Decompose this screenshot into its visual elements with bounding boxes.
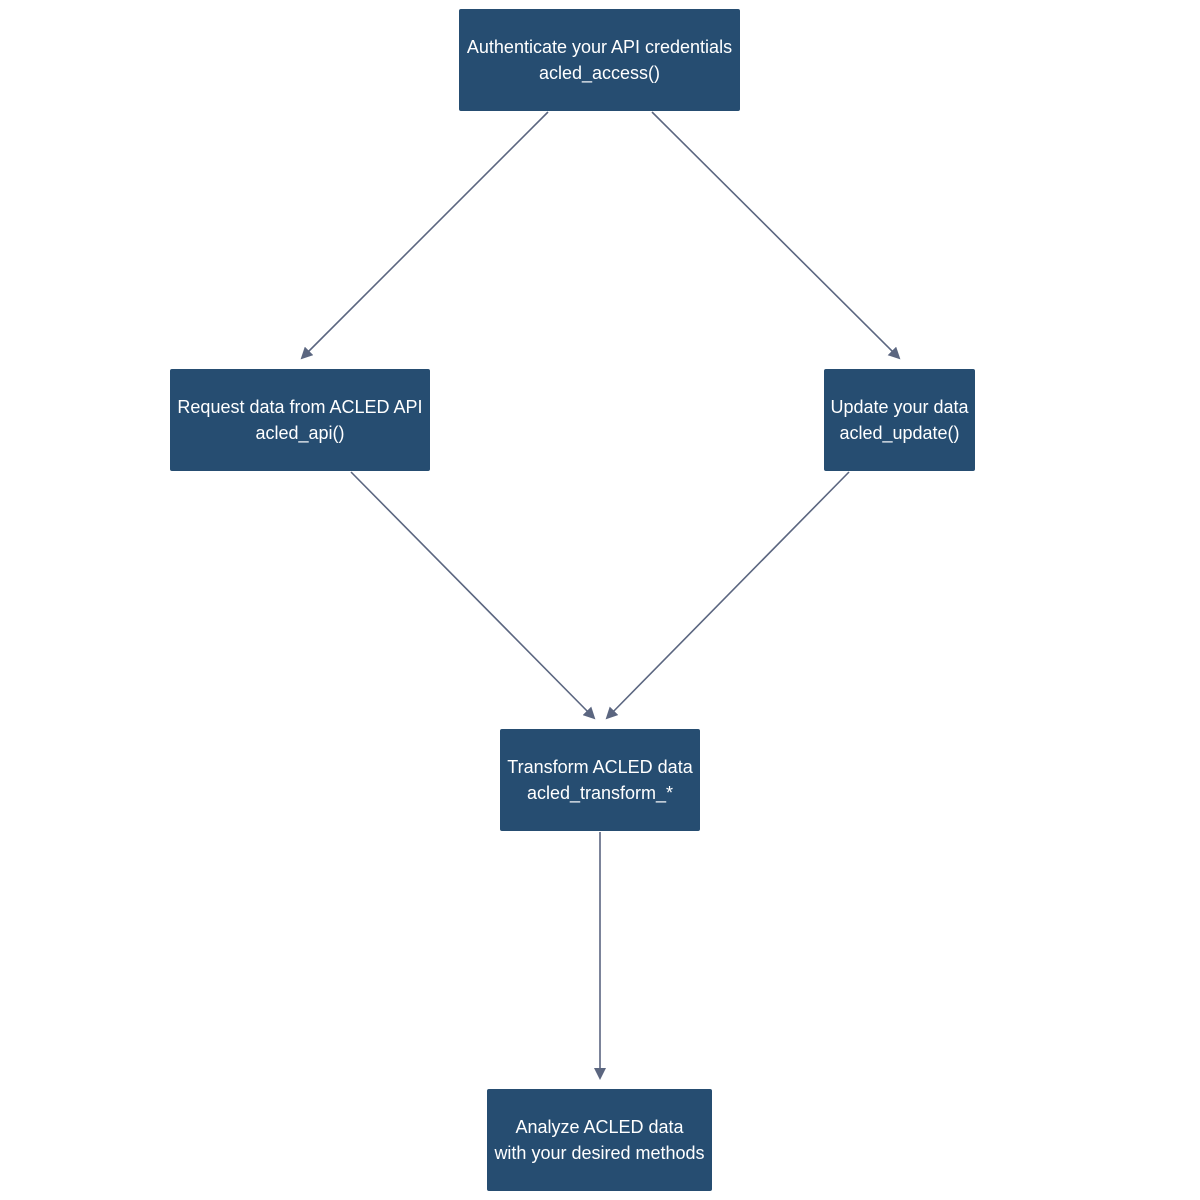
node-request: Request data from ACLED API acled_api() bbox=[170, 369, 430, 471]
node-transform-title: Transform ACLED data bbox=[507, 757, 693, 777]
node-update-function: acled_update() bbox=[839, 423, 960, 443]
node-authenticate-title: Authenticate your API credentials bbox=[466, 37, 733, 57]
node-request-function: acled_api() bbox=[255, 423, 345, 443]
edge-authenticate-to-update bbox=[651, 111, 901, 360]
node-transform-function: acled_transform_* bbox=[526, 783, 674, 803]
node-analyze-title: Analyze ACLED data bbox=[515, 1117, 684, 1137]
node-request-title: Request data from ACLED API bbox=[177, 397, 423, 417]
node-transform: Transform ACLED data acled_transform_* bbox=[500, 729, 700, 831]
node-analyze-subtitle: with your desired methods bbox=[494, 1143, 705, 1163]
node-authenticate-function: acled_access() bbox=[538, 63, 661, 83]
node-analyze: Analyze ACLED data with your desired met… bbox=[487, 1089, 712, 1191]
node-authenticate: Authenticate your API credentials acled_… bbox=[459, 9, 740, 111]
edge-request-to-transform bbox=[350, 471, 596, 720]
edge-update-to-transform bbox=[605, 471, 850, 720]
node-update-title: Update your data bbox=[830, 397, 969, 417]
node-update: Update your data acled_update() bbox=[824, 369, 975, 471]
edge-authenticate-to-request bbox=[300, 111, 549, 360]
